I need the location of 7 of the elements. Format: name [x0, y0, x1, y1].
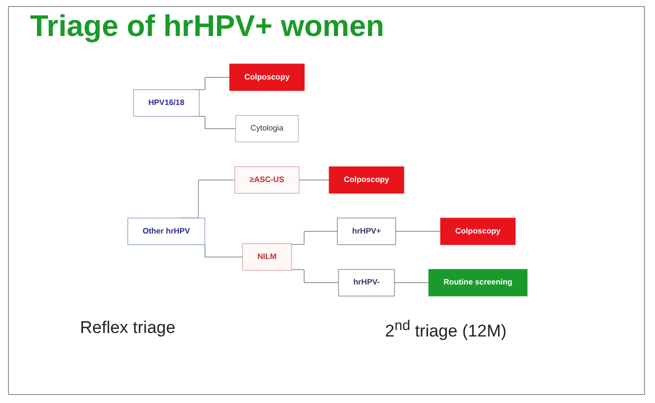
connector: [291, 231, 338, 245]
connector: [395, 231, 441, 232]
title: Triage of hrHPV+ women: [30, 10, 384, 44]
connector: [394, 282, 429, 283]
section-label: 2$^{nd}$ triage (12M): [385, 318, 507, 342]
section-label: Reflex triage: [80, 318, 176, 338]
connector: [291, 269, 339, 283]
